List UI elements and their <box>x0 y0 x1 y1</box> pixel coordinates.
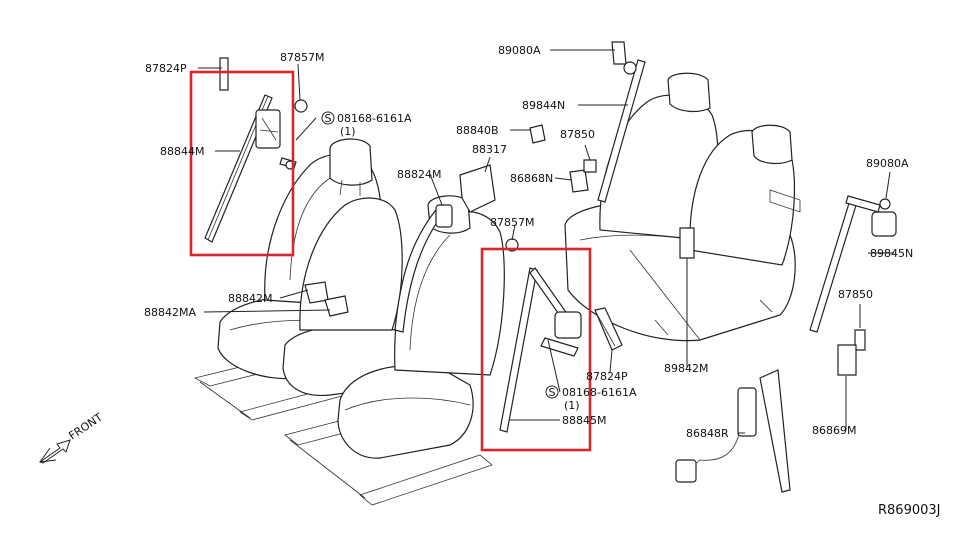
callout-87824P-mid: 87824P <box>586 370 628 383</box>
callout-88824M: 88824M <box>397 168 441 181</box>
front-arrow-icon <box>38 439 71 464</box>
callout-89845N: 89845N <box>870 247 913 260</box>
front-direction-indicator: FRONT <box>38 411 105 464</box>
callout-89844N: 89844N <box>522 99 565 112</box>
highlight-box-front-belt <box>189 70 295 257</box>
second-row-seat-drawing <box>282 195 505 506</box>
callout-89080A-right: 89080A <box>866 157 909 170</box>
svg-text:S: S <box>325 112 332 125</box>
callout-88317: 88317 <box>472 143 507 156</box>
callout-08168-mid-qty: (1) <box>564 399 580 412</box>
highlight-box-middle-belt <box>480 247 592 452</box>
callout-08168-top: 08168-6161A <box>337 112 412 125</box>
callout-89842M: 89842M <box>664 362 708 375</box>
callout-88844M: 88844M <box>160 145 204 158</box>
callout-08168-top-qty: (1) <box>340 125 356 138</box>
callout-86869M: 86869M <box>812 424 856 437</box>
callout-86848R: 86848R <box>686 427 729 440</box>
callout-87850-mid: 87850 <box>560 128 595 141</box>
callout-89080A-top: 89080A <box>498 44 541 57</box>
callout-87857M-top: 87857M <box>280 51 324 64</box>
callout-87850-right: 87850 <box>838 288 873 301</box>
svg-text:S: S <box>549 386 556 399</box>
screw-symbol-top: S <box>321 111 335 125</box>
callout-88845M: 88845M <box>562 414 606 427</box>
callout-87857M-mid: 87857M <box>490 216 534 229</box>
screw-symbol-mid: S <box>545 385 559 399</box>
diagram-reference-code: R869003J <box>878 503 941 518</box>
seat-belt-parts <box>204 41 897 493</box>
leader-lines <box>198 49 894 434</box>
front-label: FRONT <box>66 411 105 443</box>
callout-08168-mid: 08168-6161A <box>562 386 637 399</box>
callout-88842M: 88842M <box>228 292 272 305</box>
callout-87824P-top: 87824P <box>145 62 187 75</box>
callout-88840B: 88840B <box>456 124 499 137</box>
callout-88842MA: 88842MA <box>144 306 196 319</box>
callout-86868N: 86868N <box>510 172 553 185</box>
third-row-seat-drawing <box>564 72 801 342</box>
